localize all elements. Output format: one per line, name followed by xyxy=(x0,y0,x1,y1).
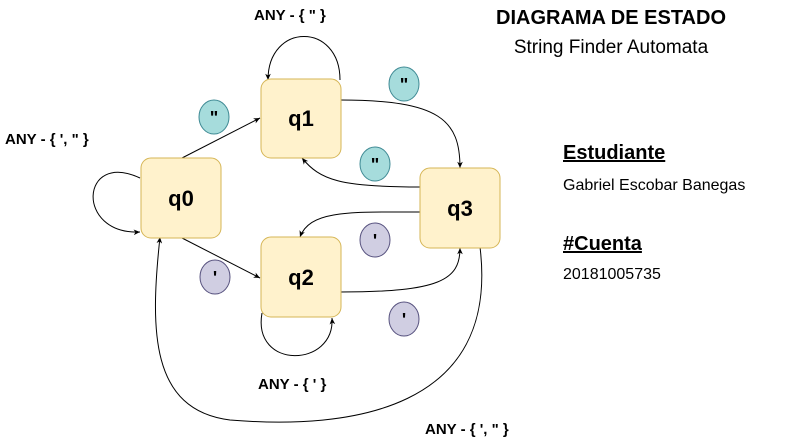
edge-q1-q3 xyxy=(339,99,463,169)
token-q0-q1: " xyxy=(198,99,230,135)
account-number: 20181005735 xyxy=(563,266,661,283)
edge-q1-self xyxy=(265,36,341,81)
edge-q0-q1 xyxy=(181,117,261,159)
svg-text:": " xyxy=(210,108,219,128)
state-label-q2: q2 xyxy=(288,265,314,290)
diagram-subtitle: String Finder Automata xyxy=(513,37,709,58)
token-q1-q3: " xyxy=(388,66,420,102)
token-q2-q3: ' xyxy=(388,301,420,337)
svg-text:": " xyxy=(400,75,409,95)
edge-q2-q3 xyxy=(339,247,463,293)
edge-label-q1-self: ANY - { " } xyxy=(254,7,326,24)
student-heading: Estudiante xyxy=(563,142,666,164)
edge-label-q0-self: ANY - { ', " } xyxy=(5,131,89,148)
svg-text:': ' xyxy=(373,231,377,251)
account-heading: #Cuenta xyxy=(563,233,642,255)
token-q0-q2: ' xyxy=(199,259,231,295)
state-label-q3: q3 xyxy=(447,196,473,221)
edge-q3-q2 xyxy=(299,211,421,238)
student-name: Gabriel Escobar Banegas xyxy=(563,177,746,194)
edge-q2-self xyxy=(260,312,336,357)
edge-q3-q1 xyxy=(301,157,421,188)
edge-q0-q2 xyxy=(181,237,261,279)
token-q3-q1: " xyxy=(359,146,391,182)
state-q1: q1 xyxy=(260,78,342,159)
edge-label-q3-q0: ANY - { ', " } xyxy=(425,421,509,438)
edge-q3-q0 xyxy=(154,236,483,423)
state-label-q1: q1 xyxy=(288,106,314,131)
edge-label-q2-self: ANY - { ' } xyxy=(258,376,326,393)
svg-text:': ' xyxy=(402,310,406,330)
diagram-title: DIAGRAMA DE ESTADO xyxy=(496,7,726,29)
state-q2: q2 xyxy=(260,236,342,318)
svg-text:": " xyxy=(371,155,380,175)
edge-q0-self xyxy=(92,171,141,236)
state-q3: q3 xyxy=(419,167,501,249)
state-label-q0: q0 xyxy=(168,186,194,211)
svg-text:': ' xyxy=(213,268,217,288)
state-q0: q0 xyxy=(140,157,222,239)
token-q3-q2: ' xyxy=(359,222,391,258)
